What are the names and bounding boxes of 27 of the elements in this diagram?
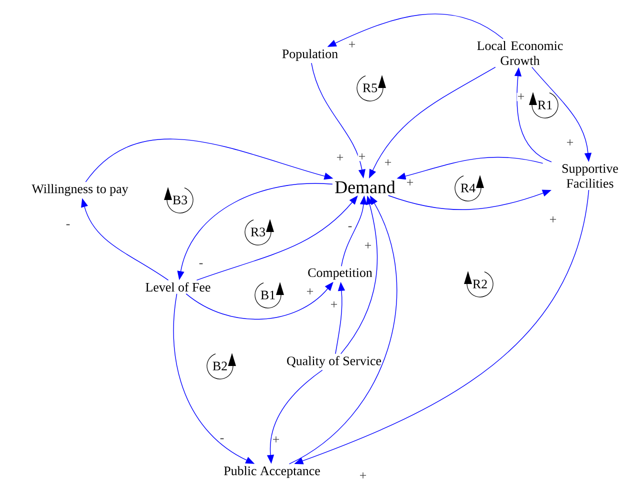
polarity-sign: + [358, 472, 368, 480]
polarity-sign: + [548, 216, 558, 224]
variable-label: Population [282, 49, 338, 61]
polarity-sign: + [272, 436, 280, 444]
polarity-sign: + [566, 138, 574, 148]
polarity-sign: + [406, 178, 414, 188]
variable-label: Supportive Facilities [562, 164, 618, 188]
variable-label: Quality of Service [287, 356, 382, 368]
variable-label: Public Acceptance [224, 466, 320, 478]
variable-label: Willingness to pay [32, 184, 128, 196]
polarity-sign: - [347, 226, 353, 230]
polarity-sign: + [306, 288, 314, 296]
polarity-sign: + [348, 40, 356, 50]
variable-label: Competition [308, 268, 372, 280]
variable-label: Local Economic Growth [477, 40, 563, 66]
variable-label: Level of Fee [146, 282, 210, 292]
polarity-sign: + [330, 300, 338, 310]
arrow [288, 196, 397, 464]
polarity-sign: + [358, 152, 366, 162]
variable-label: Demand [335, 180, 396, 194]
polarity-sign: - [219, 438, 225, 442]
polarity-sign: + [336, 154, 344, 162]
polarity-sign: - [198, 262, 204, 268]
polarity-sign: + [384, 158, 392, 168]
polarity-sign: - [65, 224, 71, 228]
arrow [196, 196, 358, 281]
polarity-sign: + [364, 242, 372, 250]
